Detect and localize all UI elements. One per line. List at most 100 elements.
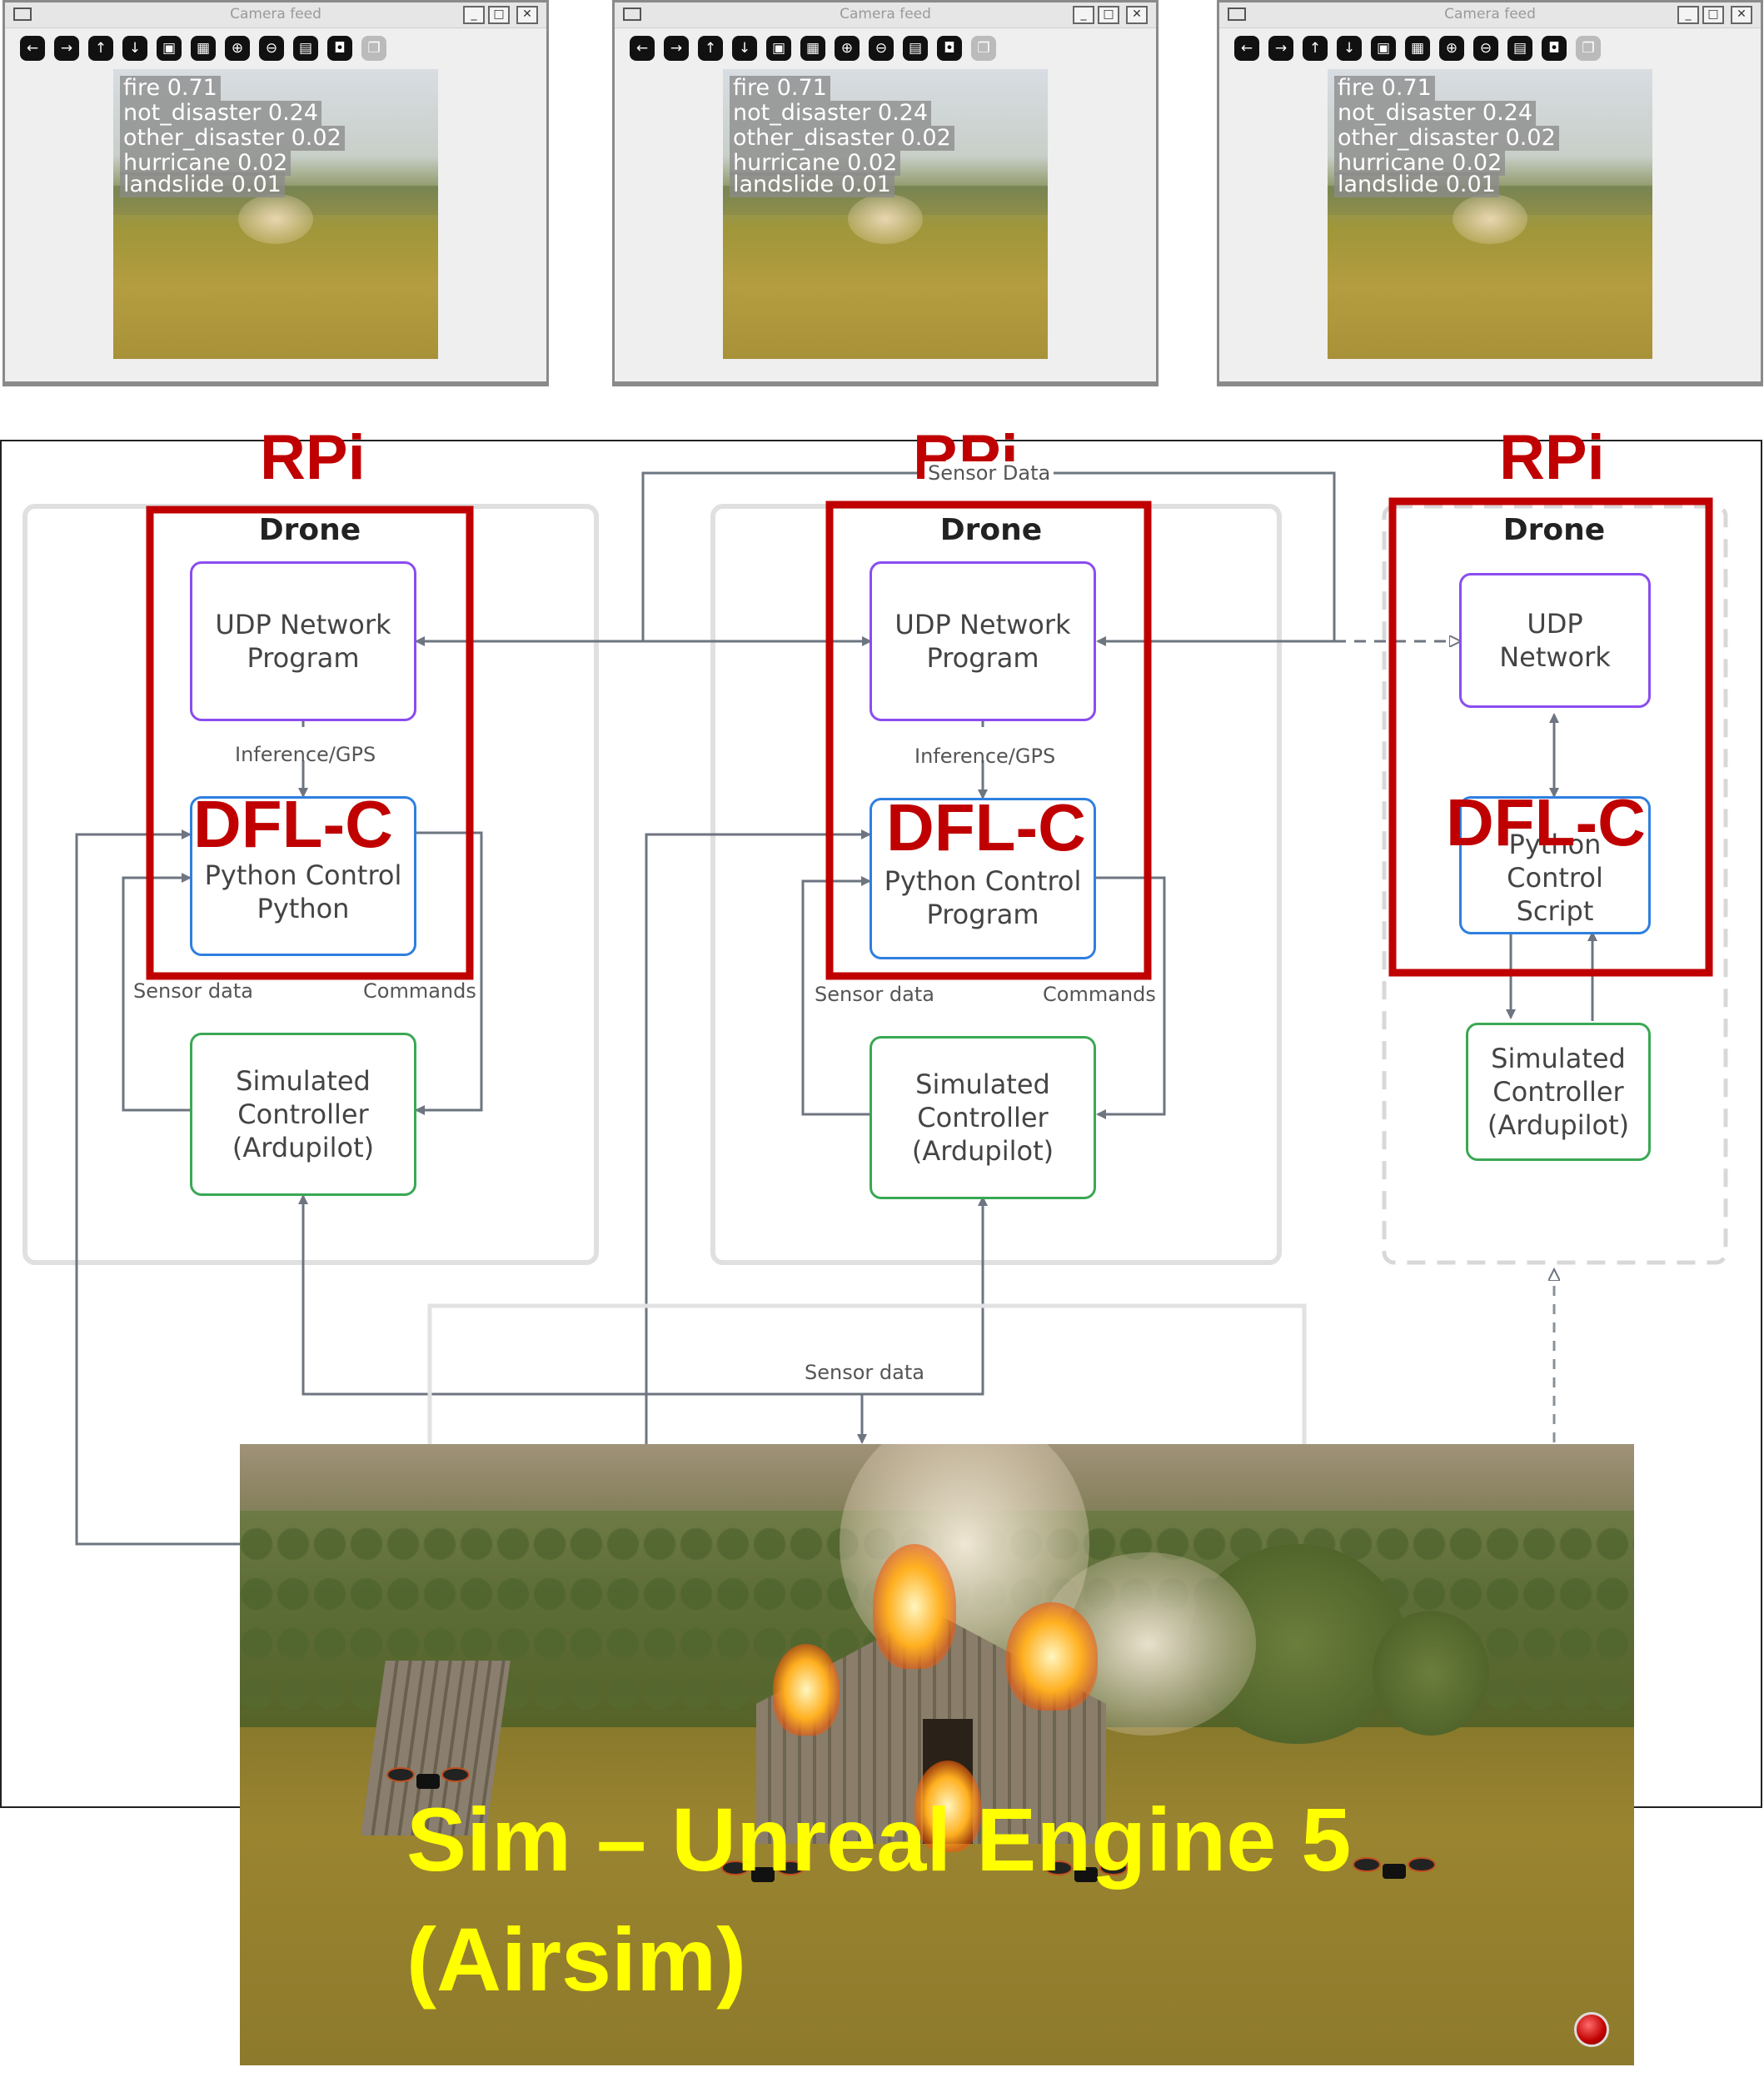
- drone-title: Drone: [1502, 513, 1606, 547]
- arrow-right-icon[interactable]: →: [1268, 36, 1293, 61]
- drone-model: [1353, 1857, 1436, 1882]
- minimize-icon[interactable]: _: [463, 6, 485, 24]
- arrow-down-icon[interactable]: ↓: [1337, 36, 1362, 61]
- zoom-in-icon[interactable]: ⊕: [835, 36, 860, 61]
- sensor-data-label: Sensor data: [815, 983, 934, 1006]
- window-menu-icon[interactable]: [623, 7, 641, 21]
- save-as-icon[interactable]: ▤: [1507, 36, 1532, 61]
- drone-model: [1044, 1860, 1128, 1885]
- zoom-out-icon[interactable]: ⊖: [1473, 36, 1498, 61]
- dflc-label: DFL-C: [193, 787, 393, 861]
- prediction-label: not_disaster 0.24: [730, 101, 932, 126]
- python-control-program: Python Control Program: [870, 798, 1096, 959]
- close-icon[interactable]: ✕: [516, 6, 538, 24]
- commands-label: Commands: [363, 979, 476, 1003]
- architecture-diagram: RPi RPi RPi Sensor Data Drone UDP Networ…: [0, 422, 1764, 1811]
- window-title: Camera feed: [1444, 6, 1536, 22]
- arrow-down-icon[interactable]: ↓: [732, 36, 757, 61]
- camera-image: fire 0.71 not_disaster 0.24 other_disast…: [723, 69, 1048, 359]
- sim-title-line-2: (Airsim): [406, 1909, 747, 2010]
- arrow-right-icon[interactable]: →: [54, 36, 79, 61]
- simulated-controller: Simulated Controller (Ardupilot): [1466, 1023, 1651, 1161]
- window-menu-icon[interactable]: [1228, 7, 1246, 21]
- arrow-left-icon[interactable]: ←: [630, 36, 655, 61]
- image-icon[interactable]: ▦: [800, 36, 825, 61]
- save-as-icon[interactable]: ▤: [903, 36, 928, 61]
- camera-feed-window-1: Camera feed _ □ ✕ ← → ↑ ↓ ▣ ▦ ⊕ ⊖ ▤ ◘ ❐ …: [2, 0, 549, 386]
- minimize-icon[interactable]: _: [1677, 6, 1699, 24]
- prediction-label: landslide 0.01: [730, 172, 894, 197]
- fire-flame: [773, 1644, 840, 1736]
- camera-icon[interactable]: ◘: [1542, 36, 1567, 61]
- camera-icon[interactable]: ◘: [327, 36, 352, 61]
- save-icon[interactable]: ▣: [1371, 36, 1396, 61]
- top-sensor-data-label: Sensor Data: [924, 461, 1054, 485]
- close-icon[interactable]: ✕: [1731, 6, 1752, 24]
- zoom-in-icon[interactable]: ⊕: [1439, 36, 1464, 61]
- arrow-left-icon[interactable]: ←: [20, 36, 45, 61]
- inference-gps-label: Inference/GPS: [914, 745, 1056, 768]
- fire-flame: [873, 1544, 956, 1669]
- image-icon[interactable]: ▦: [191, 36, 216, 61]
- commands-loop-1: [415, 831, 483, 1115]
- window-title: Camera feed: [230, 6, 321, 22]
- arrow-right-icon[interactable]: →: [664, 36, 689, 61]
- minimize-icon[interactable]: _: [1073, 6, 1094, 24]
- maximize-icon[interactable]: □: [1098, 6, 1119, 24]
- maximize-icon[interactable]: □: [488, 6, 510, 24]
- window-titlebar[interactable]: Camera feed _ □ ✕: [615, 2, 1156, 28]
- fire-smoke: [238, 194, 313, 244]
- rpi-label: RPi: [260, 422, 366, 493]
- zoom-out-icon[interactable]: ⊖: [869, 36, 894, 61]
- udp-network-program: UDP Network Program: [190, 561, 416, 721]
- rpi-label: RPi: [1499, 422, 1605, 493]
- save-as-icon[interactable]: ▤: [293, 36, 318, 61]
- copy-icon[interactable]: ❐: [971, 36, 996, 61]
- save-icon[interactable]: ▣: [766, 36, 791, 61]
- arrow-up-icon[interactable]: ↑: [88, 36, 113, 61]
- close-icon[interactable]: ✕: [1126, 6, 1148, 24]
- image-icon[interactable]: ▦: [1405, 36, 1430, 61]
- window-menu-icon[interactable]: [13, 7, 32, 21]
- arrow-down-icon[interactable]: ↓: [122, 36, 147, 61]
- python-control-program: Python Control Python: [190, 796, 416, 956]
- drone-model: [721, 1860, 805, 1885]
- arrow-left-icon[interactable]: ←: [1234, 36, 1259, 61]
- sensor-data-loop-2: [801, 876, 871, 1116]
- window-titlebar[interactable]: Camera feed _ □ ✕: [1219, 2, 1761, 28]
- prediction-label: hurricane 0.02: [1334, 151, 1506, 176]
- center-return-line: [645, 829, 871, 1444]
- camera-image: fire 0.71 not_disaster 0.24 other_disast…: [1328, 69, 1652, 359]
- arrow-up-icon[interactable]: ↑: [1303, 36, 1328, 61]
- udp-network-program: UDP Network Program: [870, 561, 1096, 721]
- window-title: Camera feed: [840, 6, 931, 22]
- zoom-in-icon[interactable]: ⊕: [225, 36, 250, 61]
- diagram-lines: [0, 440, 1762, 1808]
- inference-gps-label: Inference/GPS: [235, 743, 376, 766]
- simulated-controller: Simulated Controller (Ardupilot): [190, 1033, 416, 1196]
- maximize-icon[interactable]: □: [1702, 6, 1724, 24]
- python-control-script: Python Control Script: [1459, 796, 1651, 934]
- arrow-up-icon[interactable]: ↑: [698, 36, 723, 61]
- copy-icon[interactable]: ❐: [1576, 36, 1601, 61]
- zoom-out-icon[interactable]: ⊖: [259, 36, 284, 61]
- prediction-label: not_disaster 0.24: [120, 101, 322, 126]
- commands-label: Commands: [1043, 983, 1156, 1006]
- record-button-icon[interactable]: [1574, 2012, 1609, 2047]
- prediction-label: not_disaster 0.24: [1334, 101, 1537, 126]
- camera-feed-window-3: Camera feed _ □ ✕ ← → ↑ ↓ ▣ ▦ ⊕ ⊖ ▤ ◘ ❐ …: [1217, 0, 1763, 386]
- simulated-controller: Simulated Controller (Ardupilot): [870, 1036, 1096, 1199]
- camera-icon[interactable]: ◘: [937, 36, 962, 61]
- window-titlebar[interactable]: Camera feed _ □ ✕: [5, 2, 546, 28]
- drone-group-3: [1382, 504, 1728, 1265]
- rpi-box-3: [1388, 497, 1713, 977]
- sensor-data-label: Sensor data: [133, 979, 253, 1003]
- fire-flame: [914, 1761, 981, 1852]
- simulation-scene: Sim – Unreal Engine 5 (Airsim): [240, 1444, 1634, 2065]
- prediction-label: fire 0.71: [730, 76, 830, 101]
- fire-smoke: [1453, 194, 1527, 244]
- drone-title: Drone: [939, 513, 1043, 547]
- copy-icon[interactable]: ❐: [361, 36, 386, 61]
- save-icon[interactable]: ▣: [157, 36, 182, 61]
- camera-image: fire 0.71 not_disaster 0.24 other_disast…: [113, 69, 438, 359]
